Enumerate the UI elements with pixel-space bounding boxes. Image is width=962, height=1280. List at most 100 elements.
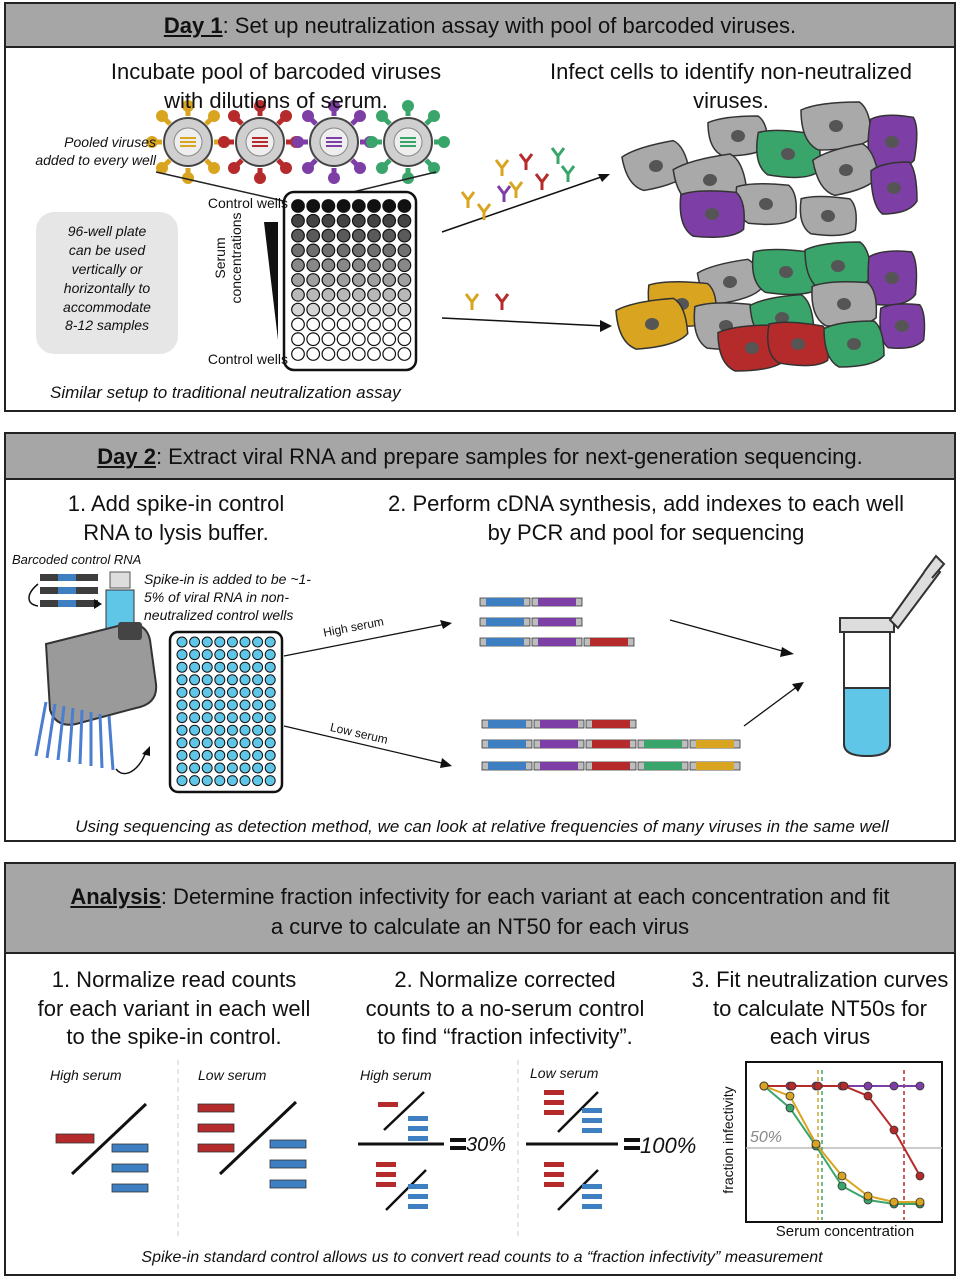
- barcoded-control-rna: [28, 574, 102, 609]
- sequencing-tube: [839, 554, 946, 758]
- curve-red-point: [787, 1081, 797, 1091]
- analysis-title-line1: Analysis: Determine fraction infectivity…: [6, 882, 954, 912]
- plate-well: [351, 228, 366, 243]
- plate-wells: [291, 199, 412, 361]
- read-segment: [479, 617, 531, 627]
- lysis-well: [201, 737, 213, 749]
- lysis-well: [201, 649, 213, 661]
- plate-well: [382, 258, 397, 273]
- analysis-footer: Spike-in standard control allows us to c…: [141, 1249, 823, 1266]
- analysis-header: Analysis: Determine fraction infectivity…: [6, 864, 954, 954]
- analysis-title-rest1: : Determine fraction infectivity for eac…: [160, 884, 890, 909]
- curve-purple-point: [889, 1081, 899, 1091]
- lysis-well: [264, 749, 276, 761]
- lysis-well: [239, 712, 251, 724]
- plate-well: [367, 302, 381, 317]
- lysis-well: [176, 636, 188, 648]
- lysis-well: [214, 737, 226, 749]
- lysis-well: [252, 674, 264, 686]
- lysis-well: [214, 649, 226, 661]
- read-segment: [585, 719, 637, 729]
- read-segment: [481, 719, 533, 729]
- curve-red-point: [863, 1091, 873, 1101]
- plate-note-line: 96-well plate: [67, 223, 147, 239]
- plate-well: [321, 243, 336, 258]
- s2-line: to find “fraction infectivity”.: [377, 1024, 633, 1050]
- s3-line: 3. Fit neutralization curves: [691, 967, 949, 992]
- lysis-well: [176, 661, 188, 673]
- antibody: [508, 181, 524, 198]
- lysis-well: [176, 686, 188, 698]
- cell: [804, 241, 872, 291]
- plate-well: [382, 317, 397, 332]
- infect-heading: Infect cells to identify non-neutralized…: [506, 58, 956, 115]
- plate-well: [367, 273, 381, 287]
- plate-well: [382, 199, 397, 213]
- plate-well: [382, 213, 397, 228]
- step1-line2: RNA to lysis buffer.: [83, 519, 269, 545]
- curve-purple-point: [863, 1081, 873, 1091]
- fraction-high-serum: [358, 1091, 466, 1211]
- step1-heading: 1. Add spike-in control RNA to lysis buf…: [26, 490, 326, 547]
- plate-well: [336, 228, 351, 243]
- lysis-well: [189, 649, 201, 661]
- plate-well: [306, 228, 321, 243]
- pipette-tip: [67, 707, 75, 763]
- plate-well: [367, 199, 381, 213]
- infected-cells: [615, 101, 926, 372]
- lysis-well: [201, 661, 213, 673]
- lysis-well: [239, 775, 251, 787]
- lysis-well: [264, 636, 276, 648]
- pipette-tip: [45, 703, 57, 759]
- plate-well: [306, 243, 321, 258]
- lysis-well: [189, 699, 201, 711]
- lysis-well: [201, 762, 213, 774]
- lysis-well: [201, 775, 213, 787]
- lysis-well: [176, 724, 188, 736]
- lysis-well: [239, 737, 251, 749]
- plate-well: [321, 332, 336, 347]
- virus-purple: [292, 100, 376, 184]
- plate-well: [291, 287, 305, 302]
- cell: [615, 297, 689, 350]
- lysis-well: [239, 724, 251, 736]
- spike-line3: neutralized control wells: [144, 607, 294, 624]
- control-wells-bottom: Control wells: [207, 351, 288, 367]
- fraction-low-serum: [526, 1090, 640, 1211]
- lysis-well: [252, 775, 264, 787]
- plate-well: [321, 287, 336, 302]
- lysis-well: [239, 674, 251, 686]
- plate-well: [306, 332, 321, 347]
- plate-well: [367, 317, 381, 332]
- lysis-well: [201, 749, 213, 761]
- s1-line: 1. Normalize read counts: [51, 967, 297, 992]
- plate-well: [321, 228, 336, 243]
- lysis-well: [189, 686, 201, 698]
- read-segment: [637, 739, 689, 749]
- plate-well: [336, 258, 351, 273]
- day1-title-bold: Day 1: [163, 13, 223, 38]
- curve-red-point: [839, 1081, 849, 1091]
- lysis-well: [226, 649, 238, 661]
- virus-red: [218, 100, 302, 184]
- lysis-well: [214, 661, 226, 673]
- multichannel-pipette: [34, 622, 158, 771]
- plate-note-line: horizontally to: [63, 279, 151, 296]
- high-serum-label-1: High serum: [50, 1067, 122, 1083]
- lysis-well: [189, 712, 201, 724]
- plate-well: [367, 258, 381, 273]
- lysis-well: [252, 749, 264, 761]
- cell: [811, 281, 878, 328]
- lysis-well: [214, 712, 226, 724]
- plate-well: [306, 199, 321, 213]
- plate-well: [291, 243, 305, 258]
- lysis-well: [239, 762, 251, 774]
- plate-well: [291, 332, 305, 347]
- plate-well: [382, 287, 397, 302]
- curve-red-point: [915, 1171, 925, 1181]
- plate-well: [397, 273, 412, 287]
- plate-well: [397, 213, 412, 228]
- plot-x-label: Serum concentration: [775, 1223, 915, 1240]
